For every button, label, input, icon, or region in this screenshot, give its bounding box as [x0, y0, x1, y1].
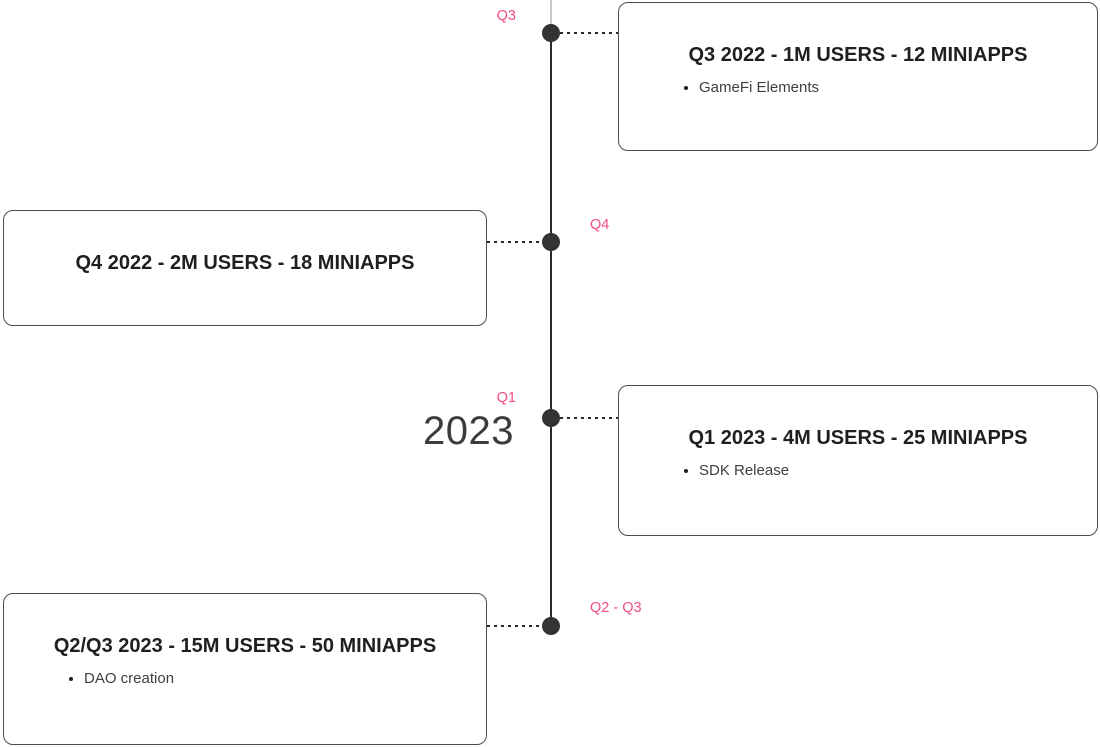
event-bullet: SDK Release [699, 462, 1097, 479]
event-bullet: GameFi Elements [699, 79, 1097, 96]
event-bullet-list: GameFi Elements [619, 79, 1097, 96]
quarter-label-q4: Q4 [590, 217, 610, 233]
quarter-label-q1: Q1 [496, 390, 516, 406]
timeline-node-q4-2022 [542, 233, 560, 251]
event-title: Q2/Q3 2023 - 15M USERS - 50 MINIAPPS [53, 635, 437, 657]
event-title: Q1 2023 - 4M USERS - 25 MINIAPPS [688, 427, 1028, 449]
event-bullet-list: SDK Release [619, 462, 1097, 479]
connector-line-q2-q3-2023 [487, 625, 542, 627]
quarter-label-q3: Q3 [496, 8, 516, 24]
quarter-label-q2-q3: Q2 - Q3 [590, 600, 642, 616]
timeline-node-q1-2023 [542, 409, 560, 427]
timeline-axis [550, 33, 552, 626]
timeline-node-q3-2022 [542, 24, 560, 42]
event-card-q3-2022: Q3 2022 - 1M USERS - 12 MINIAPPS GameFi … [618, 2, 1098, 151]
connector-line-q1-2023 [560, 417, 618, 419]
event-title: Q3 2022 - 1M USERS - 12 MINIAPPS [688, 44, 1028, 66]
timeline-axis-inactive-segment [550, 0, 552, 33]
event-card-q2-q3-2023: Q2/Q3 2023 - 15M USERS - 50 MINIAPPS DAO… [3, 593, 487, 745]
event-bullet: DAO creation [84, 670, 486, 687]
event-bullet-list: DAO creation [4, 670, 486, 687]
connector-line-q4-2022 [487, 241, 542, 243]
event-card-q4-2022: Q4 2022 - 2M USERS - 18 MINIAPPS [3, 210, 487, 326]
event-card-q1-2023: Q1 2023 - 4M USERS - 25 MINIAPPS SDK Rel… [618, 385, 1098, 536]
event-title: Q4 2022 - 2M USERS - 18 MINIAPPS [75, 252, 415, 274]
connector-line-q3-2022 [560, 32, 618, 34]
year-label: 2023 [423, 409, 514, 453]
timeline-node-q2-q3-2023 [542, 617, 560, 635]
